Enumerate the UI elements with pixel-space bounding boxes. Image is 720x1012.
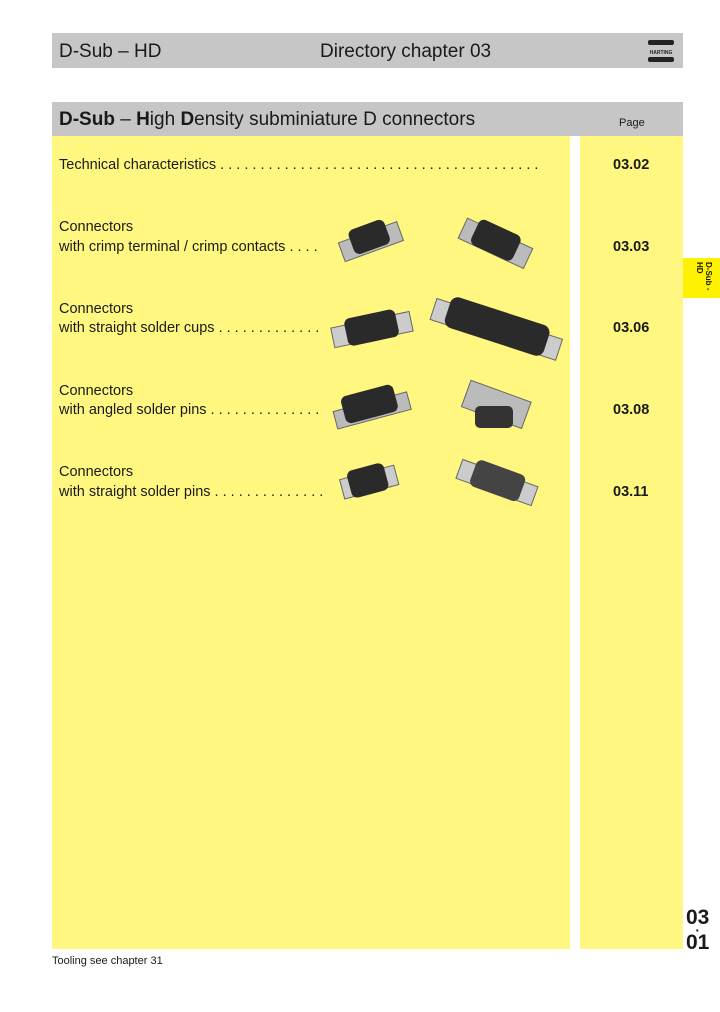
item-straight-pins[interactable]: with straight solder pins . . . . . . . …: [59, 484, 324, 500]
content-column: [52, 136, 570, 949]
header-left: D-Sub – HD: [59, 41, 162, 62]
connector-image: [455, 458, 539, 507]
page-number-block: 03 · 01: [686, 906, 710, 954]
harting-logo: HARTING: [648, 40, 674, 62]
connector-image: [460, 379, 532, 430]
page-column: [580, 136, 683, 949]
page-header: D-Sub – HD Directory chapter 03 HARTING: [52, 33, 683, 68]
page-number: 01: [686, 931, 710, 954]
page-ref[interactable]: 03.02: [613, 157, 650, 173]
chapter-tab[interactable]: D-Sub - HD: [683, 258, 720, 298]
connector-image: [457, 217, 534, 270]
page-label: Page: [619, 117, 645, 129]
chapter-tab-label: D-Sub - HD: [695, 262, 713, 291]
footer-note: Tooling see chapter 31: [52, 955, 163, 967]
item-technical[interactable]: Technical characteristics . . . . . . . …: [59, 157, 539, 173]
section-header: D-Sub – High Density subminiature D conn…: [52, 102, 683, 136]
page-ref[interactable]: 03.11: [613, 484, 649, 500]
item-crimp[interactable]: with crimp terminal / crimp contacts . .…: [59, 239, 318, 255]
connector-image: [429, 297, 564, 361]
header-center: Directory chapter 03: [320, 41, 492, 62]
item-angled-pins[interactable]: with angled solder pins . . . . . . . . …: [59, 402, 320, 418]
connector-image: [332, 384, 412, 430]
chapter-number: 03: [686, 906, 710, 929]
page-ref[interactable]: 03.06: [613, 320, 650, 336]
item-title: Connectors: [59, 383, 134, 399]
item-title: Connectors: [59, 219, 134, 235]
page-number-dot: ·: [695, 922, 701, 938]
connector-image: [338, 463, 400, 500]
connector-image: [337, 219, 405, 263]
item-title: Connectors: [59, 464, 134, 480]
page-ref[interactable]: 03.03: [613, 239, 650, 255]
page-ref[interactable]: 03.08: [613, 402, 650, 418]
svg-text:HARTING: HARTING: [650, 50, 673, 56]
connector-image: [330, 309, 414, 349]
item-title: Connectors: [59, 301, 134, 317]
connector-images: [330, 217, 564, 507]
section-title: D-Sub – High Density subminiature D conn…: [59, 109, 476, 130]
item-solder-cups[interactable]: with straight solder cups . . . . . . . …: [59, 320, 320, 336]
